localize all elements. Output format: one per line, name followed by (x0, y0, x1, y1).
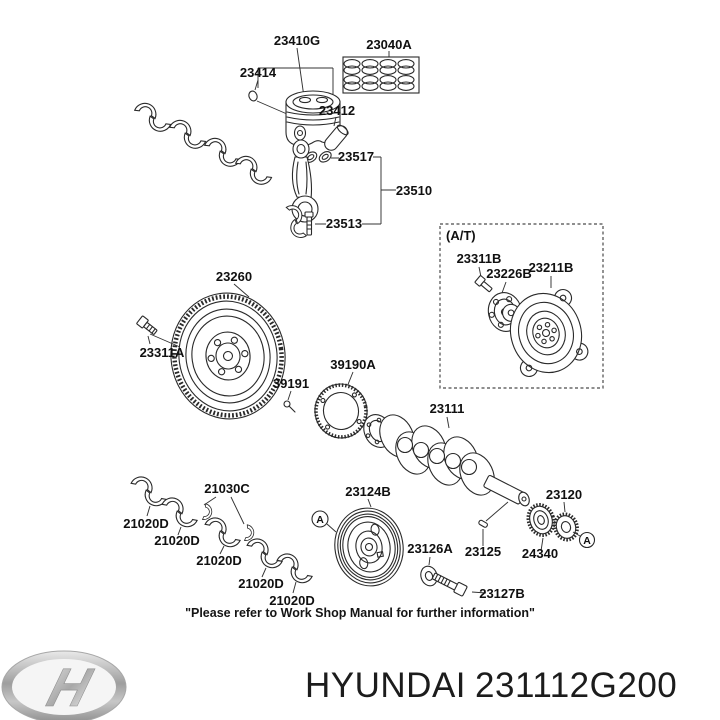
detail-marker-letter: A (583, 535, 591, 547)
flywheel-bolt-glyph (136, 315, 158, 335)
piston-assembly-drawing (248, 47, 420, 243)
rod-bearing-row (132, 93, 274, 195)
part-label-23120: 23120 (546, 487, 582, 502)
pilot-bolt-glyph (283, 400, 296, 413)
part-label-23410G: 23410G (274, 33, 320, 48)
main-bearing-row (129, 468, 314, 594)
detail-marker-letter: A (316, 514, 324, 526)
ring-gear-drawing (283, 371, 368, 439)
part-number: 231112G200 (475, 666, 677, 705)
part-label-23126A: 23126A (407, 541, 453, 556)
part-label-23226B: 23226B (486, 266, 532, 281)
crank-counterweights (379, 414, 495, 496)
crank-key-glyph (478, 519, 488, 528)
part-label-23510: 23510 (396, 183, 432, 198)
part-label-21020D: 21020D (238, 576, 284, 591)
at-option-box (439, 223, 604, 389)
crank-sprocket-drawing: A (526, 501, 596, 552)
part-label-23125: 23125 (465, 544, 501, 559)
detail-marker-a-pulley: A (311, 510, 337, 533)
part-label-23127B: 23127B (479, 586, 525, 601)
part-label-21020D: 21020D (154, 533, 200, 548)
crank-nose (483, 474, 530, 507)
part-label-39190A: 39190A (330, 357, 376, 372)
part-label-21020D: 21020D (196, 553, 242, 568)
pulley-bolt-glyph (431, 572, 468, 597)
part-label-23124B: 23124B (345, 484, 391, 499)
piston-glyph (285, 90, 341, 147)
part-label-23412: 23412 (319, 103, 355, 118)
part-label-21030C: 21030C (204, 481, 250, 496)
part-label-23414: 23414 (240, 65, 277, 80)
crank-pulley-drawing: A (311, 498, 487, 597)
part-label-23111: 23111 (430, 401, 465, 416)
at-bolt-glyph (474, 275, 493, 293)
part-label-23517: 23517 (338, 149, 374, 164)
part-label-23260: 23260 (216, 269, 252, 284)
at-box-label: (A/T) (446, 228, 476, 243)
rod-bolt-glyph (304, 211, 314, 236)
piston-pin-glyph (324, 124, 349, 151)
hyundai-logo: H (1, 650, 127, 720)
part-label-23040A: 23040A (366, 37, 412, 52)
part-label-21020D: 21020D (123, 516, 169, 531)
crankshaft-drawing (363, 414, 530, 546)
workshop-manual-note: "Please refer to Work Shop Manual for fu… (185, 606, 535, 620)
part-label-23311A: 23311A (140, 345, 185, 360)
brand-name: HYUNDAI (305, 666, 466, 705)
part-label-23513: 23513 (326, 216, 362, 231)
part-label-24340: 24340 (522, 546, 558, 561)
drive-plate-adapter-glyph (502, 288, 589, 378)
part-label-21020D: 21020D (269, 593, 315, 608)
detail-marker-a-sprocket: A (578, 531, 596, 549)
snap-ring-glyph (248, 90, 258, 102)
piston-ring-set-glyph (342, 56, 420, 94)
part-label-39191: 39191 (273, 376, 309, 391)
part-label-23311B: 23311B (457, 251, 502, 266)
part-label-23211B: 23211B (529, 260, 574, 275)
flywheel-drawing (136, 283, 286, 420)
